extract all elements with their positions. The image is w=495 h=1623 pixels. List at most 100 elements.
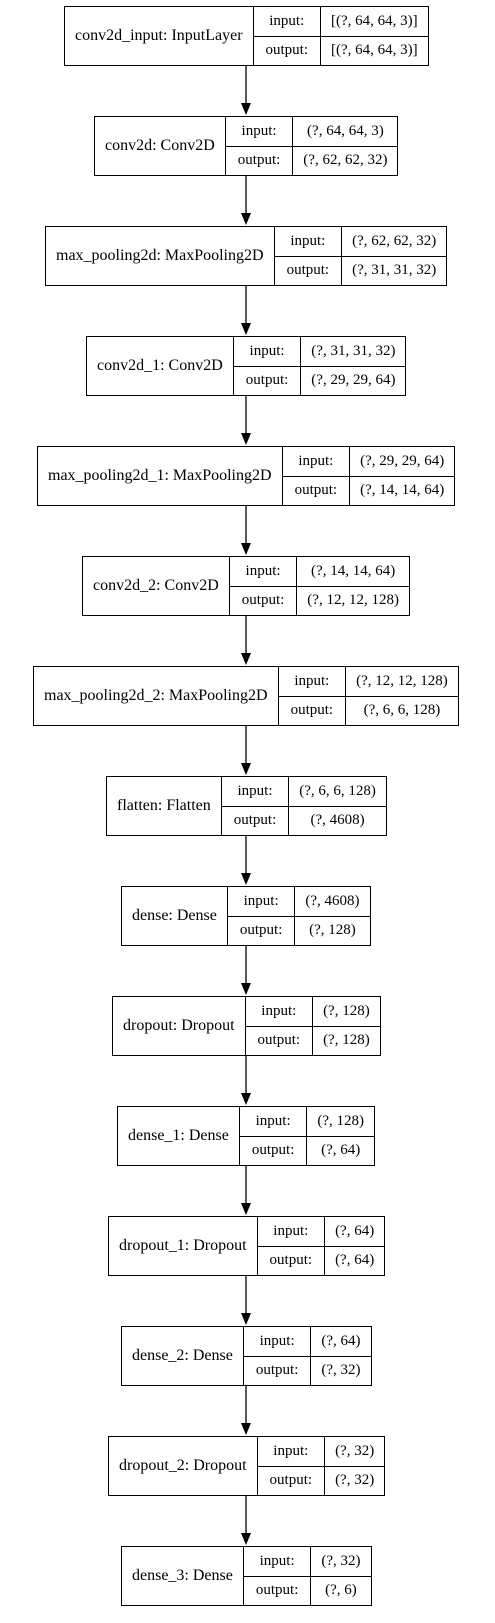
io-values: (?, 32) (?, 32) [325,1437,385,1495]
io-labels: input: output: [257,1437,326,1495]
arrowhead [241,1203,251,1215]
arrowhead [241,433,251,445]
input-label: input: [257,1217,325,1247]
arrowhead [241,103,251,115]
layer-name: conv2d_1: Conv2D [87,337,234,395]
input-label: input: [257,1437,325,1467]
layer-name: dropout_1: Dropout [109,1217,258,1275]
output-label: output: [239,922,283,939]
output-shape: (?, 6, 6, 128) [363,702,441,719]
input-shape: (?, 31, 31, 32) [301,337,406,367]
output-shape: (?, 4608) [310,812,365,829]
output-label: output: [269,1252,313,1269]
arrowhead [241,983,251,995]
io-labels: input:output: [243,1547,312,1605]
input-shape: (?, 62, 62, 32) [342,227,447,257]
output-label: output: [241,592,285,609]
io-values: (?, 29, 29, 64)(?, 14, 14, 64) [350,447,455,505]
output-shape: (?, 128) [323,1032,370,1049]
arrowhead [241,1533,251,1545]
input-label: input: [282,447,350,477]
output-label: output: [245,372,289,389]
input-shape: (?, 64) [325,1217,385,1247]
io-labels: input: output: [253,7,322,65]
output-label: output: [286,262,330,279]
input-label: input: [274,227,342,257]
input-shape: (?, 4608) [295,887,370,917]
io-values: [(?, 64, 64, 3)][(?, 64, 64, 3)] [321,7,428,65]
layer-name: dropout: Dropout [113,997,246,1055]
io-values: (?, 128) (?, 128) [313,997,380,1055]
input-label: input: [229,557,297,587]
layer-name: dense_1: Dense [118,1107,240,1165]
layer-name: max_pooling2d_2: MaxPooling2D [34,667,279,725]
output-label: output: [265,42,309,59]
layer-name: dense_3: Dense [122,1547,244,1605]
io-labels: input:output: [278,667,347,725]
input-shape: (?, 128) [307,1107,375,1137]
arrowhead [241,1093,251,1105]
io-labels: input: output: [227,887,296,945]
io-values: (?, 62, 62, 32) (?, 31, 31, 32) [342,227,447,285]
output-shape: (?, 128) [309,922,356,939]
input-shape: (?, 64, 64, 3) [293,117,398,147]
input-label: input: [233,337,301,367]
output-shape: (?, 64) [335,1252,375,1269]
output-shape: (?, 32) [321,1362,361,1379]
arrowhead [241,323,251,335]
output-shape: (?, 29, 29, 64) [311,372,396,389]
input-label: input: [278,667,346,697]
layer-name: dense: Dense [122,887,228,945]
io-values: (?, 31, 31, 32) (?, 29, 29, 64) [301,337,406,395]
layer-name: conv2d: Conv2D [95,117,226,175]
io-values: (?, 12, 12, 128) (?, 6, 6, 128) [346,667,458,725]
input-shape: (?, 128) [313,997,380,1027]
input-label: input: [221,777,289,807]
output-label: output: [255,1362,299,1379]
input-label: input: [253,7,321,37]
output-shape: (?, 31, 31, 32) [352,262,437,279]
io-labels: input: output: [274,227,343,285]
layer-name: conv2d_2: Conv2D [83,557,230,615]
output-label: output: [269,1472,313,1489]
output-shape: (?, 64) [321,1142,361,1159]
output-shape: (?, 62, 62, 32) [303,152,388,169]
input-label: input: [227,887,295,917]
input-shape: (?, 32) [311,1547,371,1577]
io-labels: input:output: [225,117,294,175]
input-label: input: [245,997,313,1027]
arrowhead [241,1423,251,1435]
output-label: output: [233,812,277,829]
io-values: (?, 32) (?, 6) [311,1547,371,1605]
output-shape: (?, 32) [335,1472,375,1489]
input-shape: [(?, 64, 64, 3)] [321,7,428,37]
input-shape: (?, 12, 12, 128) [346,667,458,697]
output-shape: (?, 6) [325,1582,357,1599]
arrowhead [241,543,251,555]
input-shape: (?, 14, 14, 64) [297,557,409,587]
arrowhead [241,763,251,775]
input-shape: (?, 32) [325,1437,385,1467]
arrowhead [241,653,251,665]
output-label: output: [257,1032,301,1049]
layer-name: conv2d_input: InputLayer [65,7,254,65]
io-labels: input: output: [245,997,314,1055]
output-shape: (?, 14, 14, 64) [360,482,445,499]
layer-name: dropout_2: Dropout [109,1437,258,1495]
output-label: output: [294,482,338,499]
io-labels: input: output: [282,447,351,505]
io-labels: input: output: [233,337,302,395]
layer-name: max_pooling2d: MaxPooling2D [46,227,275,285]
io-values: (?, 64)(?, 32) [311,1327,371,1385]
input-label: input: [239,1107,307,1137]
